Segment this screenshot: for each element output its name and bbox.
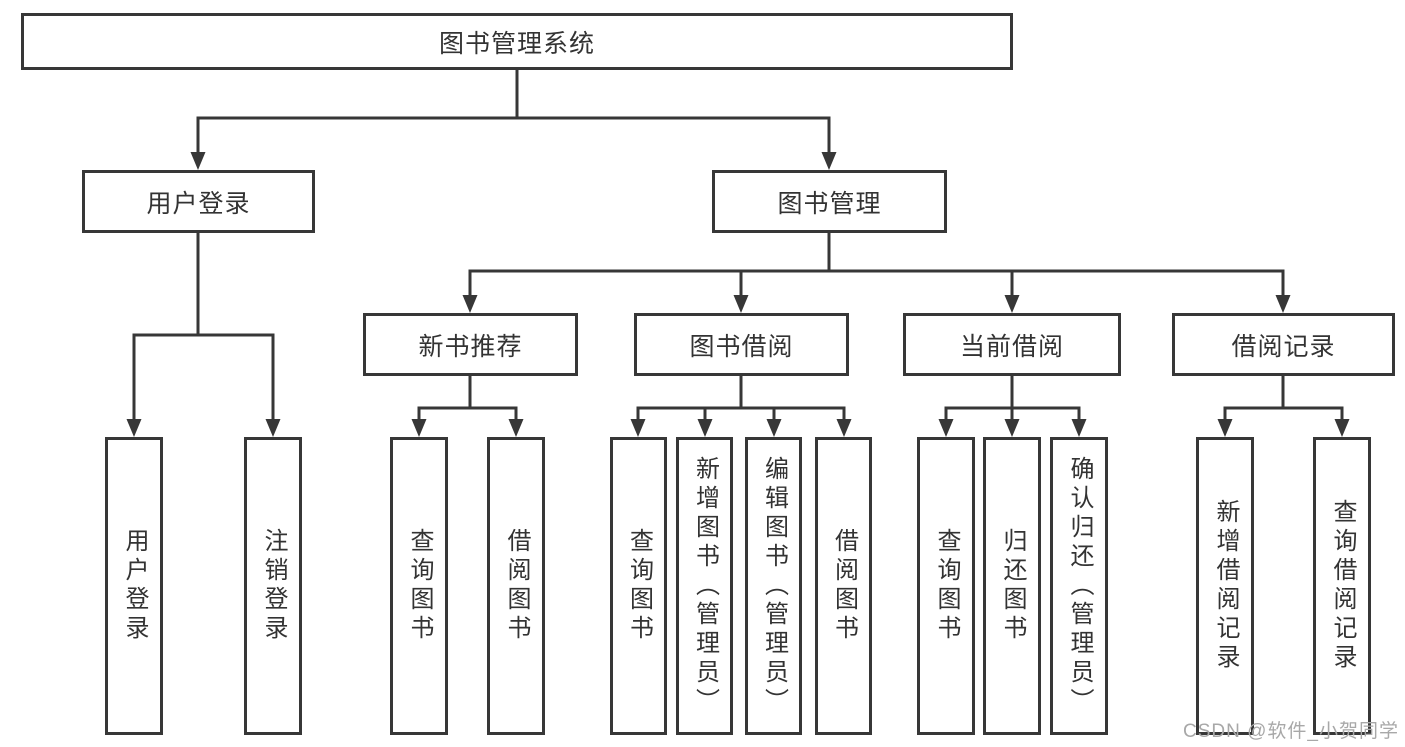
leaf-current-confirm-return-admin: 确认归还（管理员） bbox=[1050, 437, 1108, 735]
node-new-book-recommend: 新书推荐 bbox=[363, 313, 578, 376]
node-user-login: 用户登录 bbox=[82, 170, 315, 233]
leaf-borrow-add-book-admin: 新增图书（管理员） bbox=[676, 437, 733, 735]
csdn-watermark: CSDN @软件_小贺同学 bbox=[1183, 721, 1399, 742]
node-root: 图书管理系统 bbox=[21, 13, 1013, 70]
leaf-logout: 注销登录 bbox=[244, 437, 302, 735]
node-book-borrow: 图书借阅 bbox=[634, 313, 849, 376]
leaf-record-query: 查询借阅记录 bbox=[1313, 437, 1371, 735]
node-borrow-record: 借阅记录 bbox=[1172, 313, 1395, 376]
leaf-current-query-book: 查询图书 bbox=[917, 437, 975, 735]
leaf-newbook-query-book: 查询图书 bbox=[390, 437, 448, 735]
leaf-current-return-book: 归还图书 bbox=[983, 437, 1041, 735]
leaf-user-login: 用户登录 bbox=[105, 437, 163, 735]
leaf-borrow-edit-book-admin: 编辑图书（管理员） bbox=[745, 437, 802, 735]
node-book-management: 图书管理 bbox=[712, 170, 947, 233]
node-current-borrow: 当前借阅 bbox=[903, 313, 1121, 376]
leaf-record-add: 新增借阅记录 bbox=[1196, 437, 1254, 735]
leaf-newbook-borrow-book: 借阅图书 bbox=[487, 437, 545, 735]
leaf-borrow-borrow-book: 借阅图书 bbox=[815, 437, 872, 735]
leaf-borrow-query-book: 查询图书 bbox=[610, 437, 667, 735]
